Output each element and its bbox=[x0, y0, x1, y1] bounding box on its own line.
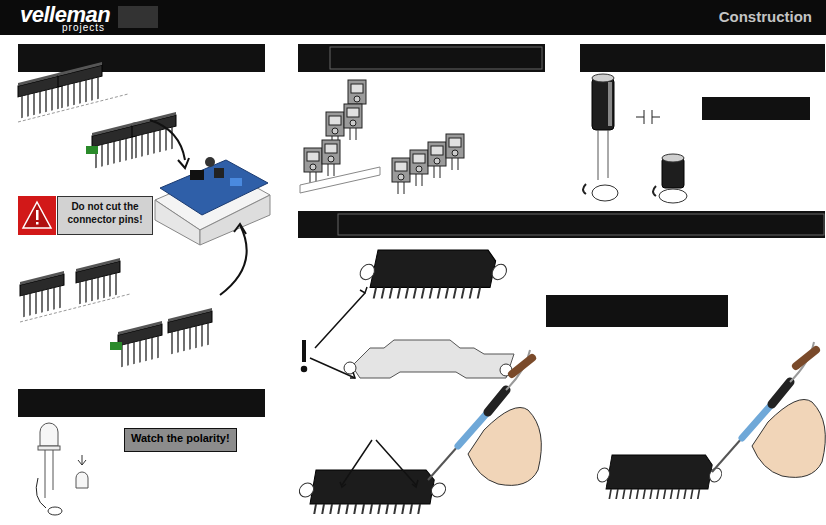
leader-arrows-part bbox=[340, 480, 418, 487]
section-bars-part bbox=[18, 389, 265, 417]
capacitor-part bbox=[662, 154, 684, 162]
arrows-part bbox=[178, 158, 189, 168]
terminal-blocks-part bbox=[322, 140, 340, 176]
led-part bbox=[76, 472, 88, 488]
pin-headers-part bbox=[18, 72, 62, 119]
warning-square bbox=[18, 196, 56, 235]
led bbox=[36, 423, 88, 515]
box-text: Do not cut the connector pins! bbox=[62, 201, 148, 226]
ic-chip-part bbox=[355, 250, 511, 298]
section-bars-part bbox=[580, 44, 825, 72]
pin-headers-part bbox=[20, 271, 64, 318]
warning-triangle-part bbox=[36, 210, 39, 220]
arduino-shield-part bbox=[190, 170, 204, 180]
arduino-shield-part bbox=[230, 178, 242, 186]
soldering-iron bbox=[428, 342, 825, 485]
terminal-blocks-part bbox=[344, 104, 362, 140]
ic-chip-part bbox=[352, 340, 514, 378]
ic-chip-part bbox=[295, 470, 449, 514]
terminal-blocks-part bbox=[446, 134, 464, 170]
leader-arrows-part bbox=[342, 440, 416, 485]
pin-headers-part bbox=[58, 62, 102, 109]
led-part bbox=[48, 507, 62, 515]
leader-arrows-part bbox=[302, 340, 306, 362]
section-bars bbox=[18, 44, 825, 417]
arrows-part bbox=[150, 120, 185, 160]
pin-headers-part bbox=[110, 342, 122, 350]
pin-headers-part bbox=[92, 122, 136, 169]
section-bars-part bbox=[546, 295, 728, 327]
pin-headers-part bbox=[132, 112, 176, 159]
terminal-blocks-part bbox=[428, 142, 446, 178]
leader-arrows bbox=[302, 287, 419, 487]
section-bars-part bbox=[298, 44, 545, 72]
section-bars-part bbox=[702, 97, 810, 120]
capacitor-part bbox=[583, 184, 656, 196]
logo-pattern bbox=[118, 6, 158, 28]
terminal-blocks-part bbox=[410, 150, 428, 186]
arduino-shield bbox=[155, 157, 270, 245]
capacitor-part bbox=[592, 74, 614, 82]
capacitor-part bbox=[592, 78, 614, 130]
brand-subtitle: projects bbox=[62, 22, 105, 33]
ic-chip-part bbox=[344, 362, 356, 374]
pin-headers-part bbox=[18, 94, 128, 122]
capacitor-part bbox=[659, 189, 687, 203]
section-bars-part bbox=[18, 44, 265, 72]
box-text: Watch the polarity! bbox=[131, 432, 230, 445]
warning-triangle bbox=[23, 202, 51, 228]
capacitor-part bbox=[636, 110, 660, 124]
led-part bbox=[36, 478, 46, 508]
led-part bbox=[38, 446, 60, 450]
soldering-iron-part bbox=[428, 350, 541, 485]
leader-arrows-part bbox=[310, 293, 365, 378]
warning-triangle-part bbox=[36, 222, 39, 225]
ic-chip bbox=[295, 250, 725, 514]
arrows-part bbox=[220, 225, 247, 295]
terminal-blocks-part bbox=[300, 167, 380, 193]
terminal-blocks-part bbox=[392, 158, 410, 194]
terminal-blocks bbox=[300, 80, 464, 194]
arrows bbox=[150, 120, 247, 295]
section-bars-part bbox=[330, 47, 542, 69]
section-bars-part bbox=[338, 214, 824, 235]
capacitor-part bbox=[608, 82, 612, 126]
pin-headers-part bbox=[118, 321, 162, 368]
arrows-part bbox=[234, 224, 246, 234]
pin-headers-part bbox=[86, 146, 98, 154]
arduino-shield-part bbox=[205, 157, 215, 167]
arduino-shield-part bbox=[160, 160, 268, 215]
warning-box: Do not cut the connector pins! bbox=[57, 196, 153, 235]
pin-headers-part bbox=[20, 294, 130, 322]
pin-headers-part bbox=[168, 308, 212, 355]
header-bar bbox=[0, 0, 826, 35]
capacitor-part bbox=[598, 130, 608, 180]
ic-chip-part bbox=[593, 455, 725, 499]
warning-triangle-part bbox=[23, 202, 51, 228]
page-title: Construction bbox=[719, 8, 812, 25]
section-bars-part bbox=[298, 211, 825, 238]
leader-arrows-part bbox=[350, 287, 367, 378]
terminal-blocks-part bbox=[304, 148, 322, 184]
leader-arrows-part bbox=[302, 367, 307, 372]
capacitor bbox=[583, 74, 687, 203]
polarity-box: Watch the polarity! bbox=[124, 428, 237, 452]
soldering-iron-part bbox=[712, 342, 825, 477]
arduino-shield-part bbox=[214, 168, 224, 178]
led-part bbox=[78, 455, 86, 465]
led-part bbox=[45, 450, 53, 498]
capacitor-part bbox=[592, 185, 618, 201]
led-part bbox=[40, 423, 58, 446]
